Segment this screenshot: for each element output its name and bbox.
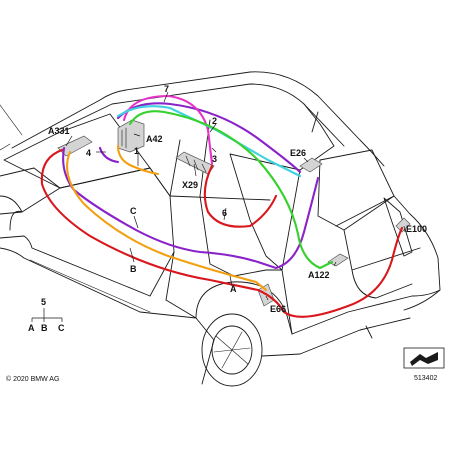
wire-red <box>40 148 404 318</box>
label-wire-6: 6 <box>222 208 227 218</box>
legend-a-label: A <box>28 323 35 333</box>
copyright-text: © 2020 BMW AG <box>6 375 59 383</box>
legend-b-label: B <box>41 323 48 333</box>
label-wire-1: 1 <box>134 146 139 156</box>
component-x29 <box>175 151 215 175</box>
label-e66: E66 <box>270 304 286 314</box>
legend-top-label: 5 <box>41 297 46 307</box>
component-e26 <box>299 157 323 173</box>
label-wire-b: B <box>130 264 137 274</box>
label-a122: A122 <box>308 270 330 280</box>
wire-green <box>128 110 334 270</box>
leader-lines <box>65 91 406 301</box>
label-wire-a: A <box>230 284 237 294</box>
image-number: 513402 <box>414 375 437 382</box>
component-a42 <box>117 119 145 153</box>
label-e100: E100 <box>406 224 427 234</box>
label-wire-c: C <box>130 206 137 216</box>
label-e26: E26 <box>290 148 306 158</box>
label-wire-7: 7 <box>164 84 169 94</box>
wire-magenta <box>122 94 214 166</box>
label-wire-3: 3 <box>212 154 217 164</box>
legend-tree: 5 A B C <box>28 297 65 333</box>
label-wire-4: 4 <box>86 148 91 158</box>
component-a122 <box>327 253 349 267</box>
label-wire-2: 2 <box>212 116 217 126</box>
wire-orange <box>66 144 268 292</box>
label-x29: X29 <box>182 180 198 190</box>
label-a42: A42 <box>146 134 163 144</box>
view-arrow-icon <box>403 347 445 369</box>
car-body-outline <box>0 71 441 387</box>
legend-c-label: C <box>58 323 65 333</box>
label-a331: A331 <box>48 126 70 136</box>
